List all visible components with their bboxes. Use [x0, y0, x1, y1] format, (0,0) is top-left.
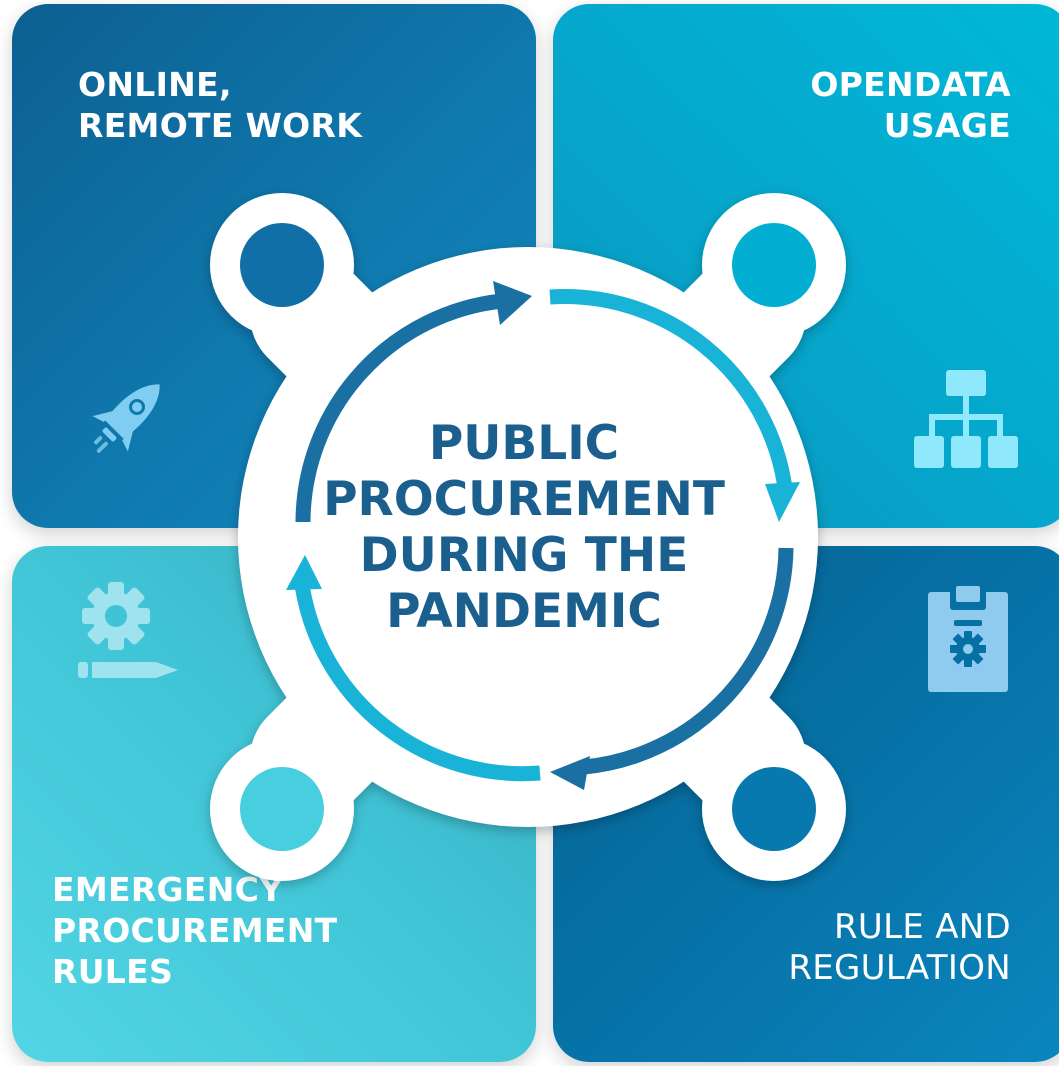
clipboard-gear-icon — [928, 586, 1008, 692]
arrowhead-right — [765, 482, 800, 522]
label-opendata-usage: OPENDATA USAGE — [810, 65, 1011, 145]
center-title: PUBLIC PROCUREMENT DURING THE PANDEMIC — [323, 416, 725, 639]
label-rule-and-regulation: RULE AND REGULATION — [788, 907, 1011, 988]
arrowhead-left — [286, 555, 322, 590]
rocket-icon — [92, 384, 160, 453]
arrowhead-bottom — [550, 756, 590, 790]
arrow-bottom-left — [294, 583, 541, 782]
arrow-top-left — [295, 293, 503, 523]
cycle-arrows — [294, 289, 794, 782]
arrow-heads — [286, 281, 800, 790]
lobe-holes — [240, 223, 816, 851]
arrow-top-right — [549, 289, 793, 490]
arrow-bottom-right — [583, 547, 794, 775]
label-online-remote-work: ONLINE, REMOTE WORK — [78, 65, 363, 145]
arrowhead-top — [493, 281, 532, 325]
gear-pencil-icon — [78, 582, 178, 678]
label-emergency-procurement-rules: EMERGENCY PROCUREMENT RULES — [52, 870, 338, 991]
hierarchy-icon — [914, 370, 1018, 468]
